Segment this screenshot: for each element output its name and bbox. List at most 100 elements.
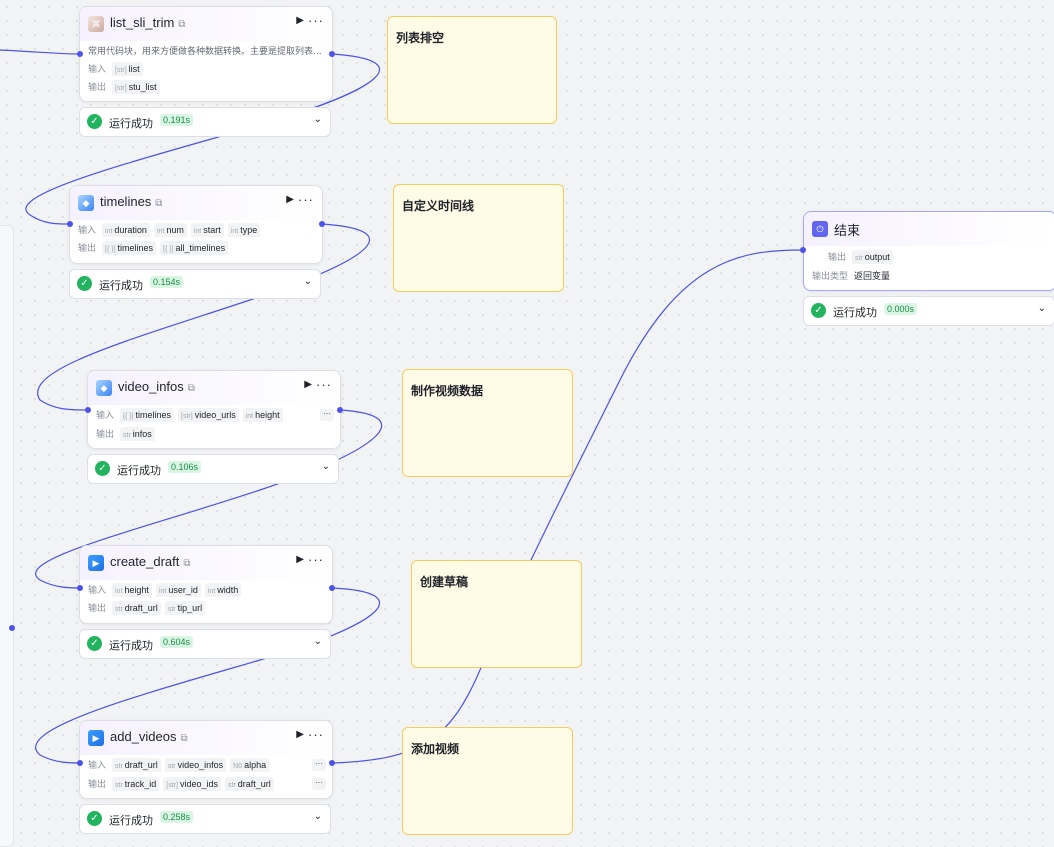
run-time-badge: 0.604s [160,636,194,648]
code-block-icon: ⌘ [88,16,104,32]
plugin-icon: ◆ [96,380,112,396]
output-port[interactable] [329,585,335,591]
run-button[interactable]: ▶ [296,554,304,565]
run-status-timelines[interactable]: ✓ 运行成功 0.154s ⌄ [69,269,321,299]
edge-timelines-to-video_infos [37,223,371,411]
more-params-button[interactable]: ··· [320,409,334,421]
chevron-down-icon[interactable]: ⌄ [303,276,312,287]
more-button[interactable]: ··· [308,552,324,567]
edge-add_videos-to-end [331,249,803,764]
copy-icon[interactable]: ⧉ [180,733,188,744]
chevron-down-icon[interactable]: ⌄ [313,636,322,647]
node-header [80,546,332,580]
output-port[interactable] [319,221,325,227]
copy-icon[interactable]: ⧉ [187,383,195,394]
input-port[interactable] [67,221,73,227]
success-check-icon: ✓ [811,303,826,318]
output-port[interactable] [329,760,335,766]
status-text: 运行成功 [99,280,143,292]
input-port[interactable] [800,247,806,253]
run-button[interactable]: ▶ [304,379,312,390]
success-check-icon: ✓ [87,114,102,129]
node-header [88,371,340,405]
note-card[interactable]: 列表排空 [387,16,557,124]
node-title: video_infos⧉ [118,379,195,394]
node-header [804,212,1054,246]
node-title: create_draft⧉ [110,554,191,569]
more-button[interactable]: ··· [316,377,332,392]
output-type-row: 输出类型返回变量 [812,271,891,281]
node-header [70,186,322,220]
status-text: 运行成功 [109,640,153,652]
chevron-down-icon[interactable]: ⌄ [313,811,322,822]
chevron-down-icon[interactable]: ⌄ [313,114,322,125]
run-status-list_sli_trim[interactable]: ✓ 运行成功 0.191s ⌄ [79,107,331,137]
copy-icon[interactable]: ⧉ [155,198,163,209]
status-text: 运行成功 [833,307,877,319]
success-check-icon: ✓ [77,276,92,291]
success-check-icon: ✓ [95,461,110,476]
node-video_infos[interactable]: ◆ video_infos⧉ ▶ ··· 输入[{ }]timelines[st… [87,370,341,449]
run-status-end[interactable]: ✓ 运行成功 0.000s ⌄ [803,296,1054,326]
edge-in-to-list_sli_trim [0,49,81,55]
note-card[interactable]: 创建草稿 [411,560,582,668]
node-title: add_videos⧉ [110,729,188,744]
note-card[interactable]: 制作视频数据 [402,369,573,477]
output-port[interactable] [337,407,343,413]
input-port[interactable] [77,760,83,766]
input-port[interactable] [85,407,91,413]
more-button[interactable]: ··· [308,13,324,28]
run-button[interactable]: ▶ [296,729,304,740]
more-button[interactable]: ··· [308,727,324,742]
copy-icon[interactable]: ⧉ [183,558,191,569]
run-status-add_videos[interactable]: ✓ 运行成功 0.258s ⌄ [79,804,331,834]
node-description: 常用代码块，用来方便做各种数据转换。主要是提取列表和列… [88,46,324,56]
copy-icon[interactable]: ⧉ [178,19,186,30]
run-time-badge: 0.191s [160,114,194,126]
run-time-badge: 0.154s [150,276,184,288]
run-status-create_draft[interactable]: ✓ 运行成功 0.604s ⌄ [79,629,331,659]
run-time-badge: 0.000s [884,303,918,315]
run-button[interactable]: ▶ [296,15,304,26]
node-list_sli_trim[interactable]: ⌘ list_sli_trim⧉ ▶ ··· 常用代码块，用来方便做各种数据转换… [79,6,333,102]
param-chip: [str]list [112,62,143,76]
chevron-down-icon[interactable]: ⌄ [1037,303,1046,314]
left-panel-port[interactable] [9,625,15,631]
end-icon: ⏻ [812,221,828,237]
output-port[interactable] [329,51,335,57]
status-text: 运行成功 [109,118,153,130]
node-title: timelines⧉ [100,194,163,209]
run-status-video_infos[interactable]: ✓ 运行成功 0.106s ⌄ [87,454,339,484]
input-port[interactable] [77,585,83,591]
param-chip: [str]stu_list [112,80,160,94]
more-button[interactable]: ··· [298,192,314,207]
edge-create_draft-to-add_videos [35,587,381,764]
input-port[interactable] [77,51,83,57]
outputs-row: 输出[str]stu_list [88,80,324,94]
node-title: 结束 [834,223,861,238]
note-card[interactable]: 自定义时间线 [393,184,564,292]
outputs-row: 输出[{ }]timelines[{ }]all_timelines [78,241,314,255]
edge-video_infos-to-create_draft [35,409,383,589]
note-card[interactable]: 添加视频 [402,727,573,835]
run-button[interactable]: ▶ [286,194,294,205]
node-header [80,721,332,755]
success-check-icon: ✓ [87,811,102,826]
left-side-panel [0,225,14,847]
plugin-icon: ◆ [78,195,94,211]
chevron-down-icon[interactable]: ⌄ [321,461,330,472]
more-params-button[interactable]: ··· [312,759,326,771]
more-params-button[interactable]: ··· [312,778,326,790]
